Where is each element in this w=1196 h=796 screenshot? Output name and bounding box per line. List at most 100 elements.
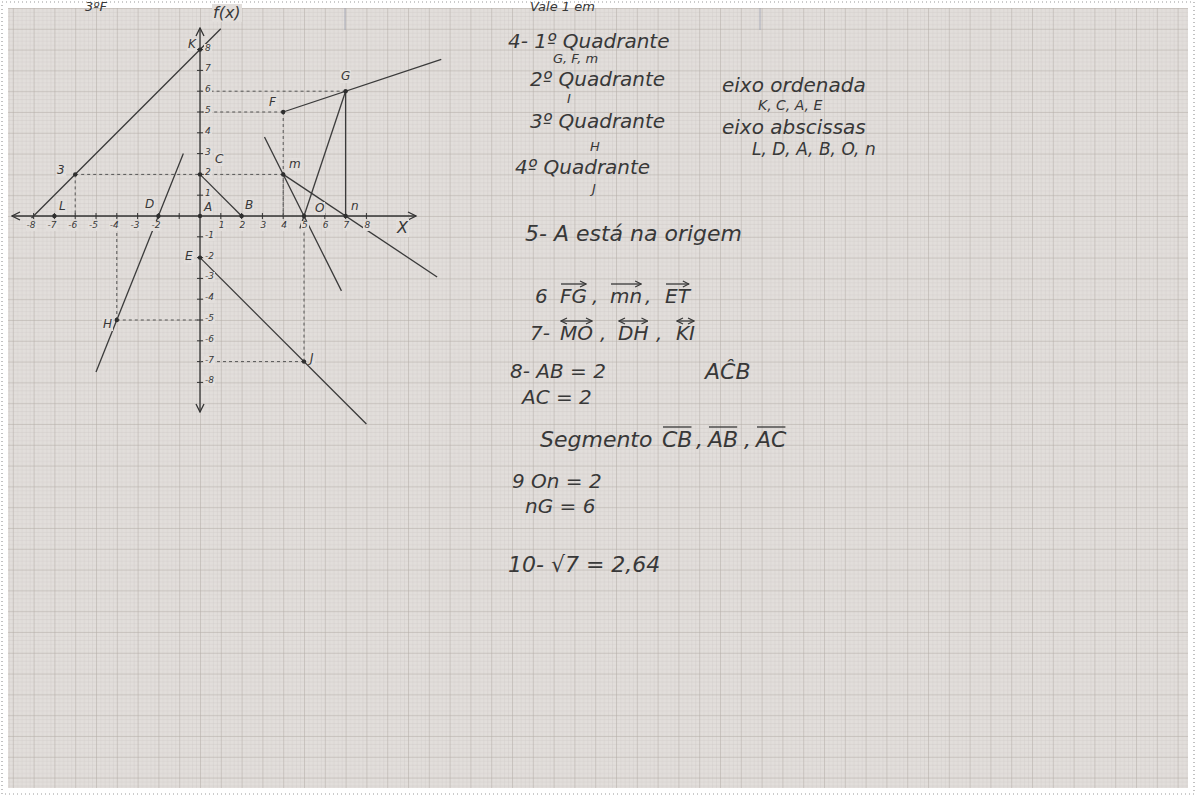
tick-label: 1 — [204, 189, 212, 199]
tick-label: 2 — [204, 168, 212, 178]
tick-label: -1 — [204, 231, 215, 241]
point-dot — [281, 172, 285, 176]
tick-label: -7 — [204, 356, 215, 366]
point-dot — [239, 214, 243, 218]
axis-label: f(x) — [212, 4, 242, 22]
handwritten-note: 2º Quadrante — [530, 68, 665, 90]
point-label: D — [144, 198, 155, 211]
x-axis — [12, 215, 416, 216]
point-label: E — [184, 250, 194, 263]
point-label: n — [350, 200, 360, 213]
point-dot — [343, 214, 347, 218]
axis-tick — [137, 213, 138, 219]
tick-label: -5 — [204, 314, 215, 324]
page-header: 3ºF — [85, 0, 107, 14]
handwritten-note: , — [592, 285, 598, 307]
handwritten-note: AB — [708, 428, 738, 452]
handwritten-note: 9 On = 2 — [512, 470, 602, 492]
projection-line — [304, 216, 305, 362]
tick-label: -4 — [109, 221, 120, 231]
handwritten-note: 8- AB = 2 — [510, 360, 606, 382]
plotted-line — [200, 174, 242, 216]
axis-tick — [197, 278, 203, 279]
projection-line — [117, 320, 200, 321]
handwritten-note: eixo abscissas — [722, 116, 866, 138]
point-dot — [198, 255, 202, 259]
handwritten-note: ET — [665, 285, 690, 307]
plotted-line — [200, 258, 366, 424]
axis-tick — [197, 153, 203, 154]
point-dot — [52, 214, 56, 218]
tick-label: -2 — [204, 252, 215, 262]
tick-label: 1 — [218, 221, 226, 231]
point-label: 3 — [56, 164, 66, 177]
handwritten-note: AC = 2 — [522, 386, 592, 408]
page-header: Vale 1 em — [530, 0, 595, 14]
projection-line — [200, 91, 346, 92]
projection-line — [200, 112, 283, 113]
plotted-line — [96, 154, 183, 372]
tick-label: -4 — [204, 293, 215, 303]
axis-tick — [179, 213, 180, 219]
point-dot — [302, 214, 306, 218]
handwritten-note: 7- — [530, 322, 550, 344]
point-dot — [198, 214, 202, 218]
tick-label: -7 — [46, 221, 57, 231]
projection-line — [200, 174, 283, 175]
tick-label: 5 — [301, 221, 309, 231]
handwritten-note: G, F, m — [553, 52, 598, 66]
column-rule — [760, 8, 761, 30]
handwritten-note: 4º Quadrante — [515, 156, 650, 178]
plotted-line — [264, 137, 341, 291]
tick-label: 5 — [204, 106, 212, 116]
handwritten-note: , — [656, 322, 662, 344]
tick-label: 7 — [343, 221, 351, 231]
axis-tick — [366, 213, 367, 219]
column-rule — [345, 8, 346, 30]
handwritten-note: , — [645, 285, 651, 307]
handwritten-note: I — [567, 92, 571, 106]
handwritten-note: H — [590, 140, 600, 154]
axis-tick — [75, 213, 76, 219]
handwritten-note: DH — [618, 322, 648, 344]
handwritten-note: 5- A está na origem — [525, 222, 742, 246]
point-label: J — [309, 352, 315, 365]
tick-label: -2 — [150, 221, 161, 231]
grid-lines — [8, 8, 1188, 788]
point-dot — [156, 214, 160, 218]
tick-label: -5 — [88, 221, 99, 231]
point-label: m — [288, 158, 302, 171]
handwritten-note: AC — [756, 428, 786, 452]
tick-label: 3 — [259, 221, 267, 231]
tick-label: 2 — [239, 221, 247, 231]
tick-label: 3 — [204, 148, 212, 158]
handwritten-note: 4- 1º Quadrante — [508, 30, 669, 52]
handwritten-note: KI — [676, 322, 695, 344]
axis-tick — [197, 382, 203, 383]
projection-line — [283, 174, 284, 216]
handwritten-note: FG — [560, 285, 587, 307]
handwritten-note: K, C, A, E — [758, 98, 822, 113]
handwritten-note: nG = 6 — [525, 495, 595, 517]
projection-line — [200, 361, 304, 362]
tick-label: -3 — [204, 272, 215, 282]
handwritten-note: 6 — [535, 285, 548, 307]
tick-label: 8 — [363, 221, 371, 231]
plotted-line — [300, 91, 346, 228]
handwritten-note: 3º Quadrante — [530, 110, 665, 132]
y-axis — [199, 28, 200, 412]
point-label: K — [187, 38, 197, 51]
handwritten-note: eixo ordenada — [722, 74, 866, 96]
axis-tick — [197, 195, 203, 196]
projection-line — [283, 112, 284, 216]
axis-label: X — [396, 219, 409, 237]
axis-tick — [197, 236, 203, 237]
plotted-line — [345, 91, 346, 216]
point-dot — [73, 172, 77, 176]
point-label: C — [214, 153, 224, 166]
tick-label: 6 — [322, 221, 330, 231]
handwritten-note: AĈB — [705, 360, 751, 384]
